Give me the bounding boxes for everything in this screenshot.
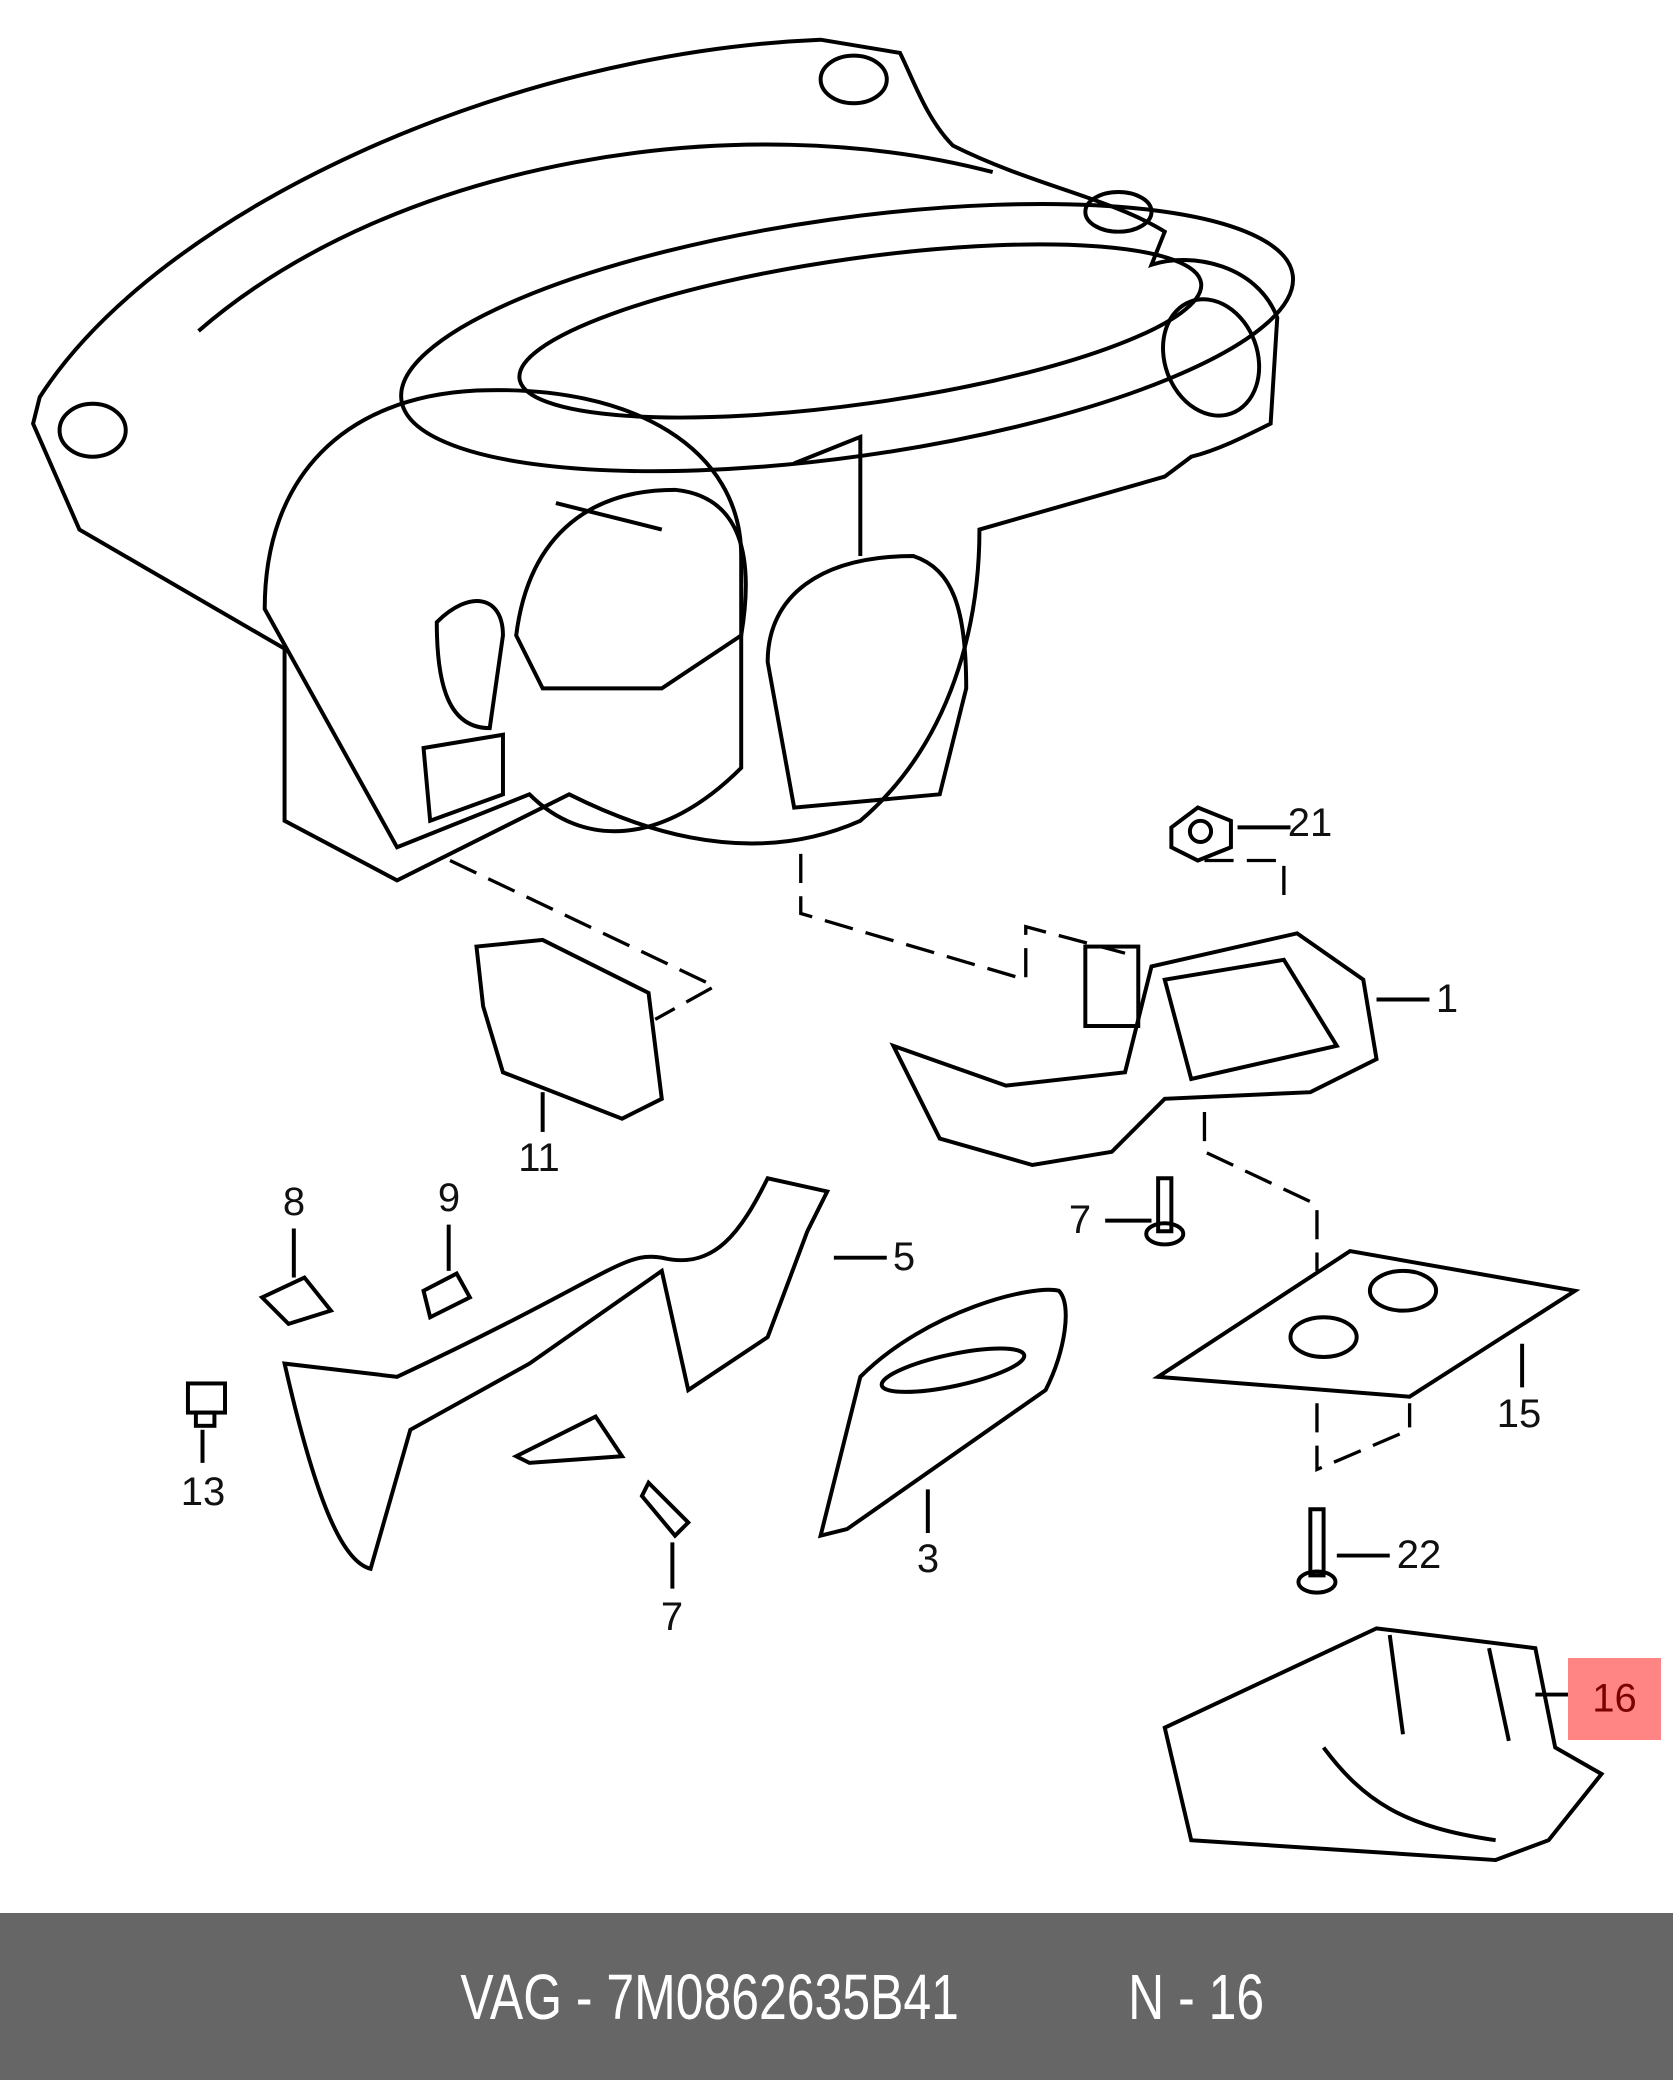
part-11-trim xyxy=(474,937,664,1121)
part-3-cover xyxy=(817,1287,1068,1539)
callout-9: 9 xyxy=(437,1176,461,1220)
callout-8: 8 xyxy=(282,1180,306,1224)
part-16-cover xyxy=(1162,1626,1605,1863)
callout-15: 15 xyxy=(1496,1392,1542,1436)
part-9-clip xyxy=(421,1270,473,1321)
part-number-label: VAG - 7M0862635B41 xyxy=(460,1960,959,2033)
part-13-fastener xyxy=(185,1381,227,1428)
part-21-nut xyxy=(1169,805,1233,863)
callout-5: 5 xyxy=(892,1235,916,1279)
part-1-bracket xyxy=(889,931,1379,1168)
part-5-panel xyxy=(282,1175,831,1572)
callout-13: 13 xyxy=(180,1470,226,1514)
callout-7-upper: 7 xyxy=(1068,1198,1092,1242)
callout-leaders xyxy=(200,825,1569,1697)
part-7-screw xyxy=(639,1176,1186,1539)
part-22-screw xyxy=(1296,1507,1338,1595)
callout-7-lower: 7 xyxy=(660,1595,684,1639)
callout-11: 11 xyxy=(518,1136,560,1180)
footer-bar: VAG - 7M0862635B41 N - 16 xyxy=(0,1913,1673,2080)
part-15-bracket xyxy=(1152,1248,1581,1399)
highlighted-callout-label: 16 xyxy=(1592,1676,1637,1721)
callout-1: 1 xyxy=(1435,977,1459,1021)
callout-3: 3 xyxy=(916,1537,940,1581)
dashboard-panel xyxy=(30,37,1296,883)
highlighted-callout-16: 16 xyxy=(1568,1658,1661,1740)
callout-22: 22 xyxy=(1396,1533,1442,1577)
position-label: N - 16 xyxy=(1128,1960,1265,2033)
callout-21: 21 xyxy=(1287,801,1333,845)
exploded-parts-diagram xyxy=(30,37,1605,1863)
part-8-clip xyxy=(258,1275,335,1327)
dashed-leader-lines xyxy=(449,853,1412,1473)
